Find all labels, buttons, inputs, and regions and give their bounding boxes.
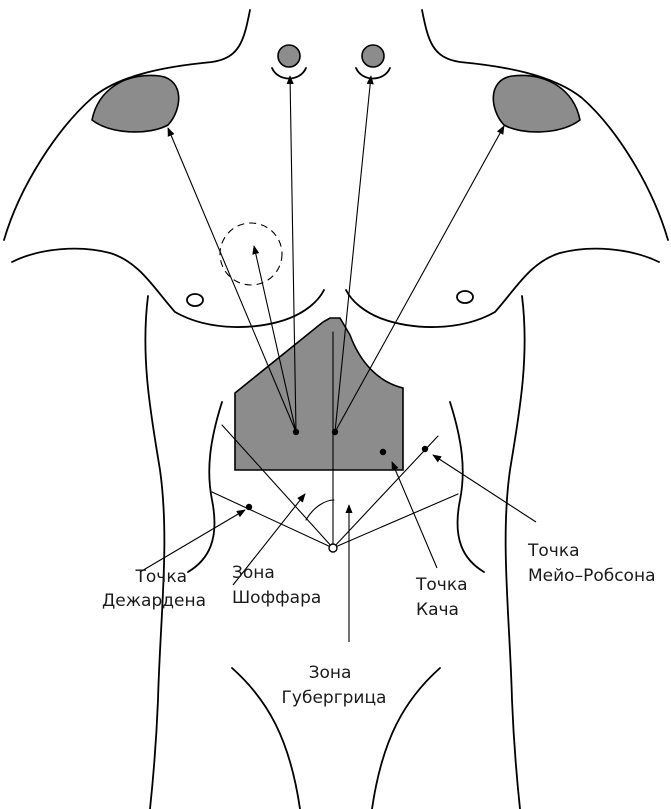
- svg-text:Кача: Кача: [416, 600, 459, 620]
- epigastric-zone: [235, 318, 403, 470]
- label-desjardins-point: Точка Дежардена: [102, 567, 206, 611]
- left-neck-point: [272, 45, 306, 79]
- desjardins-point: [246, 504, 252, 510]
- svg-text:Зона: Зона: [232, 563, 275, 583]
- svg-text:Мейо–Робсона: Мейо–Робсона: [528, 566, 656, 586]
- label-chauffard-zone: Зона Шоффара: [232, 563, 321, 608]
- label-pointers: [140, 455, 536, 642]
- right-neck-point: [356, 45, 390, 79]
- svg-text:Зона: Зона: [309, 663, 352, 683]
- right-shoulder-zone: [493, 75, 580, 132]
- right-nipple: [457, 291, 473, 303]
- svg-text:Точка: Точка: [415, 575, 468, 595]
- left-shoulder-zone: [92, 75, 179, 132]
- svg-text:Точка: Точка: [527, 541, 580, 561]
- label-mayo-robson-point: Точка Мейо–Робсона: [527, 541, 656, 586]
- label-gubergrits-zone: Зона Губергрица: [282, 663, 387, 708]
- label-kach-point: Точка Кача: [415, 575, 468, 620]
- svg-text:Точка: Точка: [134, 567, 187, 587]
- mayo-robson-point: [422, 446, 428, 452]
- heart-projection-circle: [220, 223, 282, 285]
- umbilicus-point: [329, 544, 337, 552]
- left-nipple: [187, 294, 203, 306]
- epigastric-origin-point-left: [293, 429, 299, 435]
- kach-point: [380, 449, 386, 455]
- svg-text:Губергрица: Губергрица: [282, 688, 387, 708]
- svg-text:Шоффара: Шоффара: [232, 588, 321, 608]
- svg-text:Дежардена: Дежардена: [102, 591, 206, 611]
